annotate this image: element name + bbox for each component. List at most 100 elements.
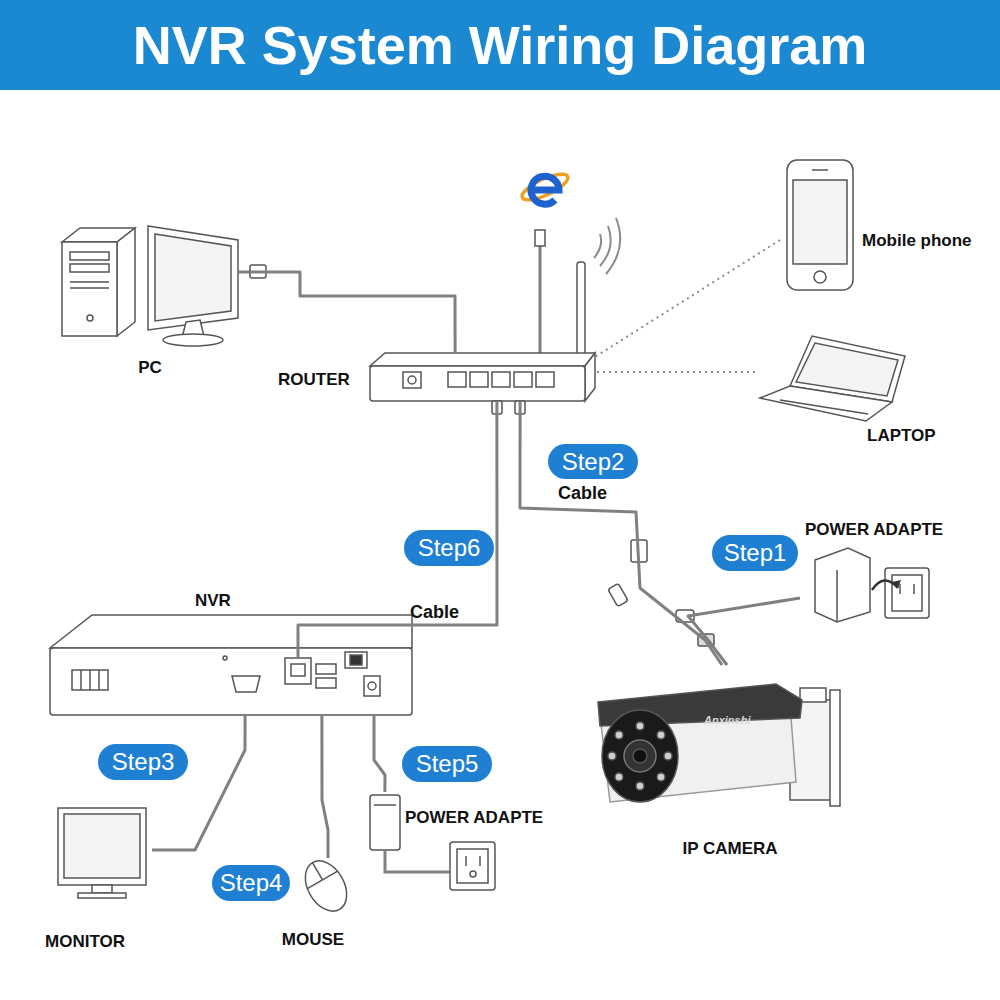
- ip-camera-illustration-part: [657, 731, 665, 739]
- pc-illustration-part: [148, 226, 238, 330]
- ip-camera-illustration-part: [657, 773, 665, 781]
- step-badge: Step4: [212, 865, 290, 901]
- camera-power-adapter-part: [892, 575, 922, 611]
- step-label: Step4: [220, 869, 283, 897]
- monitor: MONITOR: [45, 800, 152, 955]
- camera-power-adapter-part: [836, 570, 838, 622]
- nvr-power-adapter-part: [479, 856, 481, 866]
- router-illustration-part: [577, 262, 585, 366]
- device-label: PC: [120, 358, 180, 378]
- nvr-illustration-part: [345, 652, 367, 668]
- router-illustration-part: [408, 376, 416, 384]
- cable-line: [298, 401, 497, 648]
- internet-cable-part: [535, 230, 545, 246]
- mouse: MOUSE: [292, 858, 362, 952]
- device-label: IP CAMERA: [660, 839, 800, 859]
- device-label: ROUTER: [278, 370, 366, 390]
- wireless-link: [595, 371, 755, 373]
- step-label: Step1: [724, 539, 787, 567]
- router-illustration-part: [514, 372, 532, 387]
- step-badge: Step5: [402, 746, 492, 782]
- phone-illustration-part: [793, 180, 847, 264]
- camera-power-adapter-part: [899, 584, 901, 594]
- pc-illustration-part: [155, 234, 231, 321]
- monitor-illustration-part: [64, 814, 140, 878]
- mouse-illustration-part: [313, 863, 323, 880]
- nvr-illustration-part: [98, 670, 100, 690]
- nvr-power-adapter-part: [370, 795, 400, 850]
- device-label: POWER ADAPTE: [405, 808, 565, 828]
- router-illustration-part: [370, 366, 585, 401]
- wireless-link: [595, 240, 780, 357]
- camera-power-adapter: [815, 548, 929, 622]
- nvr-illustration: [50, 615, 412, 715]
- cable-label: Cable: [410, 601, 490, 623]
- ip-camera-illustration-part: [615, 773, 623, 781]
- camera-power-adapter-part: [892, 580, 901, 588]
- wifi-waves-part: [594, 234, 601, 258]
- nvr-illustration-part: [285, 658, 311, 684]
- phone-illustration-part: [812, 169, 828, 171]
- power-adapter: POWER ADAPTE: [362, 792, 565, 892]
- pc-illustration-part: [163, 334, 223, 346]
- internet-cable: [535, 230, 545, 353]
- pc-illustration-part: [70, 264, 109, 272]
- cable-line: [520, 401, 722, 665]
- pc-illustration-part: [62, 242, 117, 336]
- mobile-phone: Mobile phone: [780, 155, 985, 295]
- phone-illustration: [787, 160, 853, 290]
- monitor-illustration-part: [92, 885, 112, 893]
- camera-power-adapter-part: [885, 568, 929, 618]
- phone-illustration-part: [787, 160, 853, 290]
- step-label: Step3: [112, 748, 175, 776]
- monitor-illustration-part: [58, 808, 146, 885]
- router-illustration-part: [403, 372, 421, 388]
- device-label: MONITOR: [45, 932, 152, 952]
- device-label: MOUSE: [268, 930, 358, 950]
- ip-camera-illustration-part: [636, 782, 644, 790]
- nvr-power-adapter-part: [450, 842, 495, 890]
- router-illustration-part: [492, 372, 510, 387]
- monitor-illustration-part: [78, 893, 126, 898]
- laptop-illustration: [760, 336, 905, 421]
- cable-line: [374, 715, 385, 792]
- pc-illustration-part: [70, 287, 109, 289]
- nvr-illustration-part: [316, 678, 336, 688]
- nvr-power-adapter-part: [465, 856, 467, 866]
- wifi-waves: [594, 218, 620, 274]
- title-banner: NVR System Wiring Diagram: [0, 0, 1000, 90]
- cable-label: Cable: [558, 482, 638, 504]
- step-label: Step5: [416, 750, 479, 778]
- ip-camera-illustration-part: [624, 740, 656, 772]
- nvr-power-adapter-part: [470, 871, 476, 877]
- router-illustration-part: [448, 372, 466, 387]
- ip-camera-illustration-part: [830, 690, 840, 806]
- laptop-illustration-part: [780, 400, 868, 414]
- ip-camera-illustration-part: [608, 752, 616, 760]
- power-adapter: POWER ADAPTE: [800, 518, 965, 625]
- ip-camera-illustration-part: [602, 710, 678, 802]
- router-illustration-part: [370, 353, 595, 366]
- router: ROUTER: [370, 352, 595, 401]
- nvr-power-adapter-part: [457, 849, 488, 883]
- step-badge: Step3: [98, 744, 188, 780]
- pc: PC: [60, 222, 250, 382]
- nvr-power-adapter-part: [374, 804, 396, 806]
- step-label: Step6: [418, 534, 481, 562]
- router-illustration-part: [536, 372, 554, 387]
- ip-camera-illustration: [598, 684, 840, 806]
- step-badge: Step1: [712, 535, 798, 571]
- nvr-illustration-part: [364, 676, 380, 696]
- title-text: NVR System Wiring Diagram: [0, 0, 1000, 90]
- nvr-illustration-part: [291, 664, 305, 676]
- pc-illustration-part: [70, 252, 109, 260]
- ip-camera: IP CAMERA: [595, 665, 835, 862]
- camera-power-adapter-part: [913, 584, 915, 594]
- internet-icon-part: [531, 176, 559, 204]
- wifi-waves-part: [600, 226, 611, 266]
- ip-camera-illustration-part: [636, 722, 644, 730]
- pc-illustration: [62, 226, 266, 346]
- ip-camera-illustration-part: [615, 731, 623, 739]
